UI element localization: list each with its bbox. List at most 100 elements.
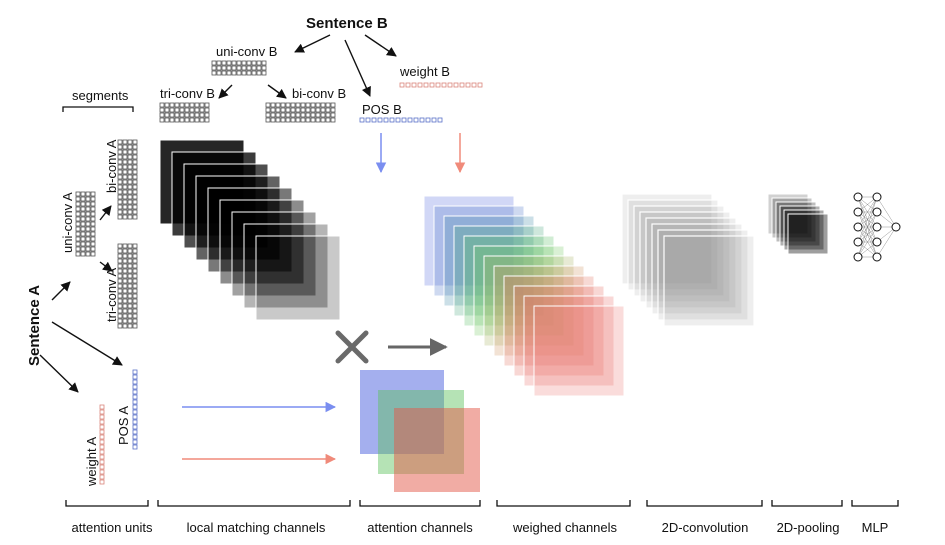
grid-cell: [174, 107, 180, 113]
grid-cell: [246, 60, 252, 66]
grid-cell: [300, 112, 306, 118]
mlp-node: [853, 252, 863, 262]
grid-cell: [85, 236, 91, 242]
grid-cell: [320, 117, 326, 123]
grid-cell: [75, 231, 81, 237]
conv-channel: [651, 223, 743, 315]
grid-cell: [295, 102, 301, 108]
grid-cell: [132, 374, 138, 380]
grid-cell: [425, 117, 431, 123]
grid-cell: [330, 102, 336, 108]
grid-cell: [99, 449, 105, 455]
grid-cell: [90, 231, 96, 237]
grid-cell: [221, 70, 227, 76]
grid-cell: [236, 70, 242, 76]
pool-channel: [775, 201, 817, 243]
grid-cell: [204, 107, 210, 113]
grid-cell: [132, 258, 138, 264]
weighed-channel: [483, 255, 575, 347]
grid-cell: [179, 117, 185, 123]
grid-cell: [117, 189, 123, 195]
grid-cell: [127, 194, 133, 200]
grid-cell: [280, 117, 286, 123]
grid-cell: [285, 107, 291, 113]
grid-cell: [270, 102, 276, 108]
grid-cell: [117, 313, 123, 319]
grid-cell: [117, 214, 123, 220]
grid-cell: [80, 216, 86, 222]
grid-cell: [90, 251, 96, 257]
grid-cell: [90, 241, 96, 247]
weighed-channel: [523, 295, 615, 387]
grid-cell: [236, 60, 242, 66]
grid-cell: [90, 191, 96, 197]
sentence-a-arrows: [39, 205, 123, 393]
grid-cell: [431, 117, 437, 123]
grid-cell: [315, 117, 321, 123]
grid-cell: [132, 288, 138, 294]
grid-cell: [85, 246, 91, 252]
grid-cell: [132, 394, 138, 400]
mlp-node: [853, 237, 863, 247]
grid-cell: [85, 216, 91, 222]
grid-cell: [122, 253, 128, 259]
grid-cell: [290, 102, 296, 108]
grid-cell: [169, 117, 175, 123]
grid-cell: [122, 263, 128, 269]
grid-cell: [371, 117, 377, 123]
grid-cell: [132, 253, 138, 259]
grid-cell: [127, 283, 133, 289]
grid-cell: [90, 236, 96, 242]
grid-cell: [117, 268, 123, 274]
grid-cell: [127, 293, 133, 299]
grid-cell: [127, 288, 133, 294]
conv-channel: [645, 217, 737, 309]
grid-cell: [122, 164, 128, 170]
grid-cell: [132, 204, 138, 210]
grid-cell: [246, 65, 252, 71]
grid-cell: [122, 293, 128, 299]
grid-cell: [300, 107, 306, 113]
grid-cell: [280, 102, 286, 108]
grid-cell: [122, 273, 128, 279]
grid-cell: [204, 112, 210, 118]
grid-cell: [216, 70, 222, 76]
grid-cell: [132, 243, 138, 249]
bi-conv-a-grid: [117, 139, 138, 220]
grid-cell: [477, 82, 483, 88]
grid-cell: [122, 209, 128, 215]
grid-cell: [159, 107, 165, 113]
grid-cell: [99, 479, 105, 485]
grid-cell: [127, 164, 133, 170]
grid-cell: [132, 209, 138, 215]
section-bracket: [65, 500, 149, 507]
grid-cell: [231, 60, 237, 66]
grid-cell: [80, 191, 86, 197]
conv-channel: [663, 235, 755, 327]
grid-cell: [117, 169, 123, 175]
grid-cell: [251, 70, 257, 76]
grid-cell: [305, 102, 311, 108]
grid-cell: [85, 196, 91, 202]
grid-cell: [132, 414, 138, 420]
grid-cell: [295, 117, 301, 123]
grid-cell: [127, 263, 133, 269]
grid-cell: [261, 65, 267, 71]
grid-cell: [132, 389, 138, 395]
grid-cell: [320, 107, 326, 113]
grid-cell: [132, 303, 138, 309]
grid-cell: [184, 117, 190, 123]
grid-cell: [99, 424, 105, 430]
grid-cell: [75, 226, 81, 232]
bi-conv-a-label: bi-conv A: [104, 139, 119, 193]
grid-cell: [265, 102, 271, 108]
section-attention-channels: attention channels: [367, 520, 473, 535]
grid-cell: [159, 102, 165, 108]
pos-b-label: POS B: [362, 102, 402, 117]
grid-cell: [117, 248, 123, 254]
grid-cell: [85, 226, 91, 232]
local-channel: [255, 235, 341, 321]
grid-cell: [132, 199, 138, 205]
grid-cell: [80, 231, 86, 237]
section-attention-units: attention units: [71, 520, 153, 535]
